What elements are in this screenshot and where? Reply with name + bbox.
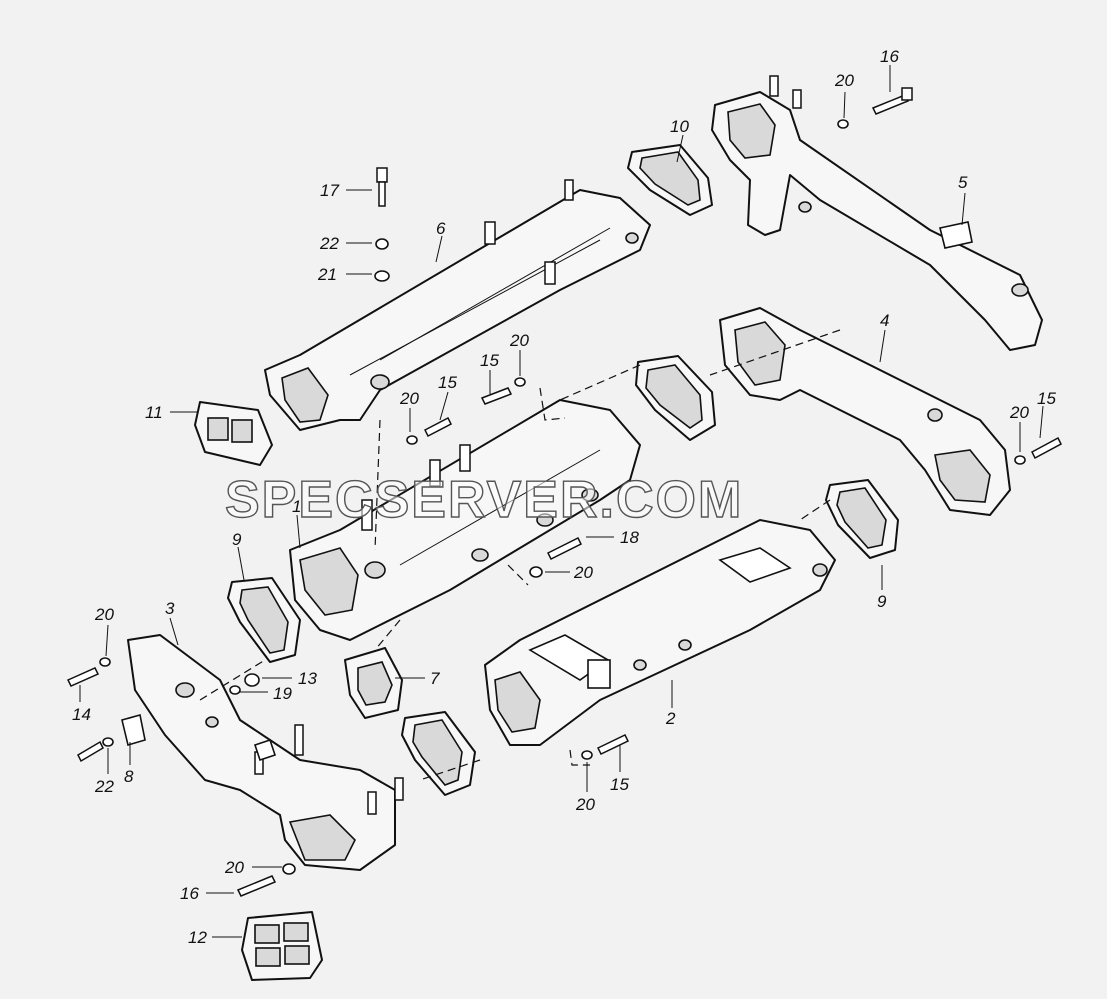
callout-labels: 16 20 10 5 17 6 22 21 4 20 15 15 20 15 2… [72, 47, 1056, 947]
label-16-top: 16 [880, 47, 899, 66]
label-3: 3 [165, 599, 175, 618]
assembly-lines [199, 329, 841, 781]
part-2-manifold [484, 519, 836, 746]
label-13: 13 [298, 669, 317, 688]
label-6: 6 [436, 219, 446, 238]
label-22-left: 22 [94, 777, 114, 796]
part-7-gasket [344, 647, 403, 719]
label-14: 14 [72, 705, 91, 724]
gasket-center [635, 355, 716, 441]
label-4: 4 [880, 311, 889, 330]
part-3-exhaust-pipe [127, 634, 404, 871]
label-20-bottom: 20 [224, 858, 244, 877]
label-22-top: 22 [319, 234, 339, 253]
label-20-right: 20 [1009, 403, 1029, 422]
gasket-lower [401, 711, 476, 796]
part-5-exhaust-pipe [711, 75, 1043, 351]
label-11: 11 [145, 403, 163, 422]
part-6-manifold [264, 179, 651, 431]
label-20-top: 20 [834, 71, 854, 90]
part-4-manifold [719, 307, 1011, 516]
part-10-gasket [627, 144, 713, 216]
part-9-gasket-left [227, 577, 301, 663]
label-15-lower: 15 [610, 775, 629, 794]
label-2: 2 [665, 709, 676, 728]
label-20-left: 20 [94, 605, 114, 624]
part-8-bracket [121, 713, 146, 747]
label-20-mid-upper: 20 [509, 331, 529, 350]
label-21: 21 [317, 265, 337, 284]
label-15-mid-upper: 15 [480, 351, 499, 370]
fasteners [66, 87, 1062, 897]
label-20-center: 20 [573, 563, 593, 582]
label-1: 1 [292, 497, 301, 516]
part-12-insert [241, 911, 323, 981]
label-12: 12 [188, 928, 207, 947]
label-10: 10 [670, 117, 689, 136]
leader-lines [79, 65, 1044, 938]
label-9-right: 9 [877, 592, 887, 611]
label-18: 18 [620, 528, 639, 547]
label-15-right: 15 [1037, 389, 1056, 408]
label-15-mid: 15 [438, 373, 457, 392]
label-20-lower: 20 [575, 795, 595, 814]
label-17: 17 [320, 181, 339, 200]
watermark-text: SPECSERVER.COM [225, 471, 743, 529]
label-20-mid: 20 [399, 389, 419, 408]
part-9-gasket-right [825, 479, 899, 559]
label-5: 5 [958, 173, 968, 192]
label-8: 8 [124, 767, 134, 786]
label-16-bottom: 16 [180, 884, 199, 903]
part-11-insert [194, 401, 273, 466]
label-9-left: 9 [232, 530, 242, 549]
label-19: 19 [273, 684, 292, 703]
part-1-manifold [289, 399, 641, 641]
label-7: 7 [430, 669, 440, 688]
